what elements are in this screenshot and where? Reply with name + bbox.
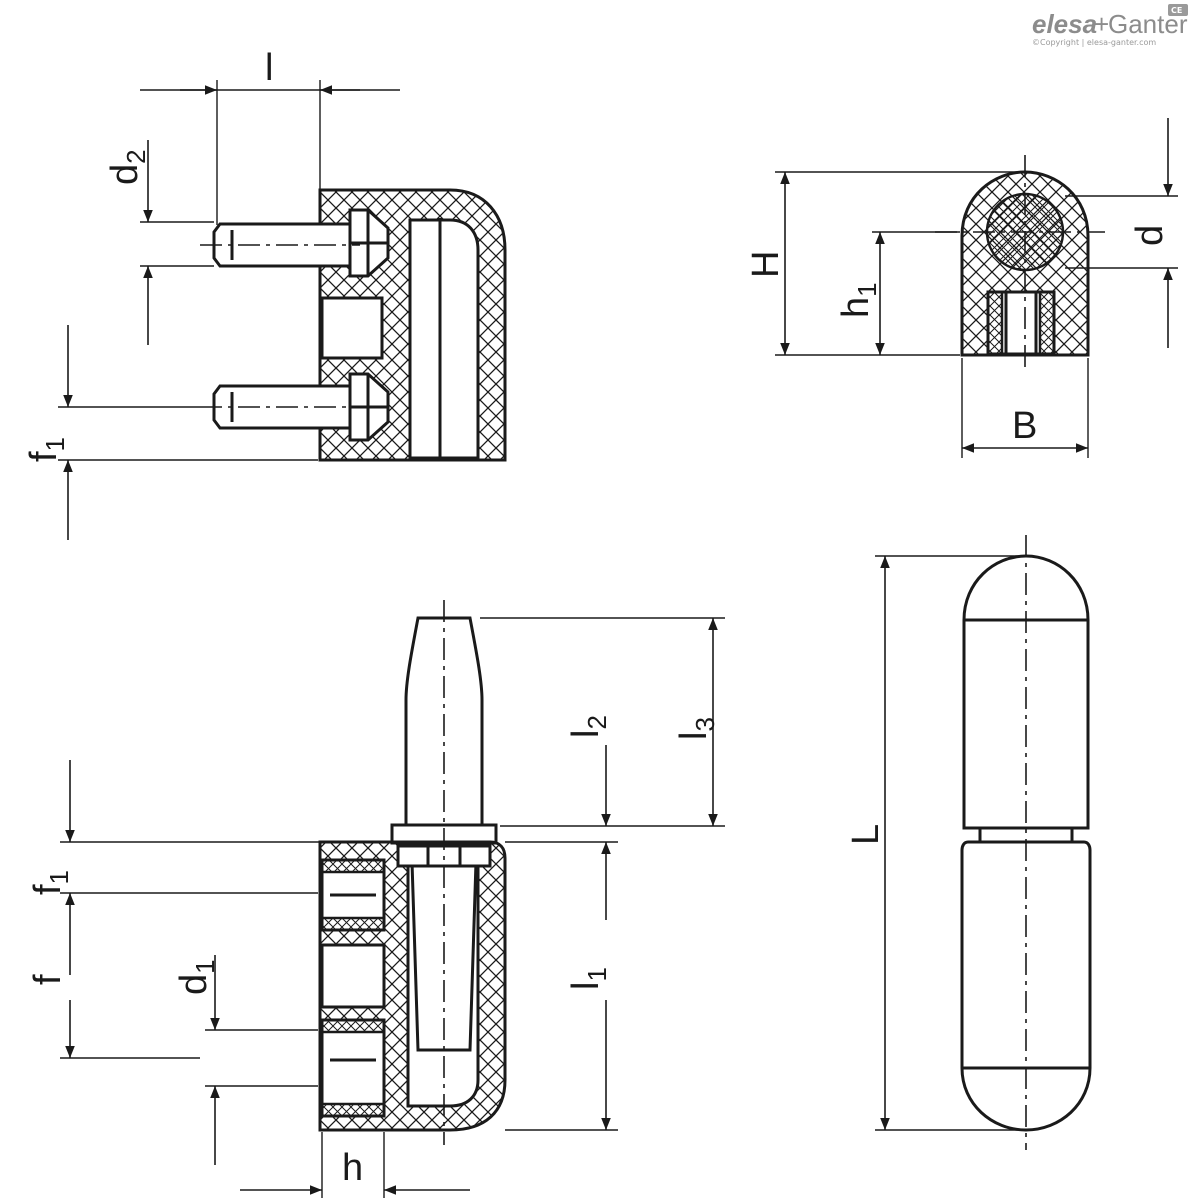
pocket-lower: [320, 943, 386, 1009]
brand-name-part1: elesa: [1032, 9, 1097, 39]
pocket-middle: [320, 296, 384, 360]
pin-channel: [408, 218, 480, 460]
dim-label-h: h: [342, 1147, 363, 1189]
ce-badge-label: CE: [1171, 6, 1182, 15]
dim-label-H: H: [745, 251, 787, 278]
dim-label-f: f: [27, 974, 69, 985]
dim-label-l2: l2: [565, 715, 612, 738]
view-bottom-right: L: [845, 535, 1092, 1150]
dim-label-d2: d2: [104, 149, 151, 185]
view-bottom-left: l3 l2 l1 f1 f d1 h: [27, 600, 725, 1198]
dim-label-f1-top: f1: [23, 437, 70, 462]
dim-label-l: l: [265, 47, 273, 89]
dim-label-l3: l3: [673, 717, 720, 740]
brand-plus: +: [1094, 9, 1109, 39]
dim-label-L: L: [845, 824, 887, 845]
dim-label-d: d: [1129, 225, 1171, 246]
brand-logo: elesa + Ganter ©Copyright | elesa-ganter…: [1032, 4, 1188, 47]
insert-lower: [320, 1018, 386, 1118]
dim-label-l1: l1: [565, 967, 612, 990]
view-top-right: H h1 d B: [745, 118, 1178, 458]
dim-label-f1-bottom: f1: [27, 870, 74, 895]
dim-label-d1: d1: [173, 959, 220, 995]
ce-badge-icon: [1168, 4, 1188, 16]
hinge-lower-barrel: [960, 840, 1092, 1132]
view-top-left: l d2 f1: [23, 47, 507, 540]
brand-copyright: ©Copyright | elesa-ganter.com: [1032, 38, 1156, 47]
dim-label-B: B: [1012, 405, 1037, 447]
dim-label-h1: h1: [835, 282, 882, 318]
